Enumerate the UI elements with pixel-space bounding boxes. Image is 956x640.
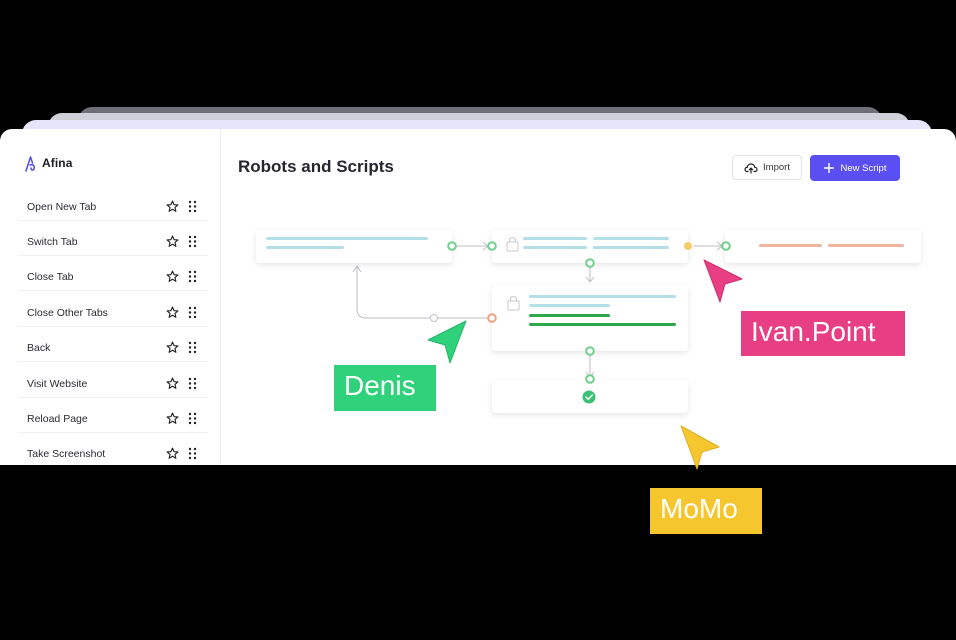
brand[interactable]: Afina — [24, 154, 73, 172]
new-script-button-label: New Script — [840, 162, 887, 174]
drag-handle-icon[interactable] — [188, 200, 197, 213]
star-icon[interactable] — [166, 377, 179, 390]
node-line — [593, 237, 669, 240]
star-icon[interactable] — [166, 447, 179, 460]
port-dot — [585, 374, 595, 384]
node-line — [529, 304, 610, 307]
star-icon[interactable] — [166, 235, 179, 248]
sidebar-item-label: Switch Tab — [27, 235, 78, 248]
drag-handle-icon[interactable] — [188, 270, 197, 283]
flow-node[interactable] — [256, 230, 452, 263]
cloud-upload-icon — [744, 162, 758, 174]
star-icon[interactable] — [166, 341, 179, 354]
node-line — [523, 237, 587, 240]
port-dot — [487, 241, 497, 251]
star-icon[interactable] — [166, 270, 179, 283]
lock-icon — [507, 296, 520, 311]
sidebar-item-visit-website[interactable]: Visit Website — [18, 370, 208, 398]
port-dot — [447, 241, 457, 251]
star-icon[interactable] — [166, 412, 179, 425]
port-dot — [585, 258, 595, 268]
sidebar-item-label: Open New Tab — [27, 200, 97, 213]
port-dot — [684, 242, 692, 250]
sidebar-item-close-other-tabs[interactable]: Close Other Tabs — [18, 299, 208, 327]
script-flow-canvas[interactable] — [0, 129, 956, 465]
brand-name: Afina — [42, 156, 73, 170]
collaborator-tag-denis: Denis — [334, 365, 436, 411]
page-title: Robots and Scripts — [238, 157, 394, 176]
sidebar-item-label: Reload Page — [27, 412, 88, 425]
node-line — [529, 323, 676, 326]
flow-connectors — [352, 241, 723, 378]
flow-node[interactable] — [492, 230, 688, 263]
sidebar-item-switch-tab[interactable]: Switch Tab — [18, 228, 208, 256]
collaborator-tag-momo: MoMo — [650, 488, 762, 534]
star-icon[interactable] — [166, 306, 179, 319]
sidebar-item-label: Take Screenshot — [27, 447, 106, 460]
check-icon — [582, 390, 596, 404]
flow-node[interactable] — [492, 380, 688, 413]
flow-ports[interactable] — [430, 241, 731, 384]
lock-icon — [506, 237, 519, 252]
drag-handle-icon[interactable] — [188, 377, 197, 390]
node-line — [529, 314, 610, 317]
node-line — [266, 246, 344, 249]
new-script-button[interactable]: New Script — [810, 155, 900, 181]
app-window: Afina Open New Tab Switch Tab Close Tab … — [0, 129, 956, 465]
node-line — [828, 244, 904, 247]
sidebar-item-take-screenshot[interactable]: Take Screenshot — [18, 440, 208, 465]
connector-arrow — [585, 276, 595, 283]
flow-node[interactable] — [725, 230, 921, 263]
sidebar-item-label: Close Other Tabs — [27, 306, 108, 319]
cursor-arrow-icon — [703, 259, 743, 303]
collaborator-tag-ivan-point: Ivan.Point — [741, 311, 905, 356]
sidebar-item-back[interactable]: Back — [18, 334, 208, 362]
sidebar-item-label: Visit Website — [27, 377, 88, 390]
port-dot — [721, 241, 731, 251]
sidebar-item-close-tab[interactable]: Close Tab — [18, 263, 208, 291]
sidebar-item-open-new-tab[interactable]: Open New Tab — [18, 193, 208, 221]
node-line — [759, 244, 822, 247]
port-dot — [487, 313, 497, 323]
import-button-label: Import — [763, 162, 790, 173]
drag-handle-icon[interactable] — [188, 341, 197, 354]
drag-handle-icon[interactable] — [188, 447, 197, 460]
flow-node[interactable] — [492, 285, 688, 351]
sidebar: Afina Open New Tab Switch Tab Close Tab … — [0, 129, 221, 465]
drag-handle-icon[interactable] — [188, 412, 197, 425]
node-line — [529, 295, 676, 298]
drag-handle-icon[interactable] — [188, 306, 197, 319]
drag-handle-icon[interactable] — [188, 235, 197, 248]
cursor-arrow-icon — [680, 425, 720, 470]
sidebar-item-label: Close Tab — [27, 270, 74, 283]
afina-logo-icon — [25, 155, 36, 172]
cursor-arrow-icon — [427, 320, 467, 364]
node-line — [266, 237, 428, 240]
sidebar-item-reload-page[interactable]: Reload Page — [18, 405, 208, 433]
port-dot — [585, 346, 595, 356]
connector-line — [356, 267, 488, 319]
node-line — [523, 246, 587, 249]
star-icon[interactable] — [166, 200, 179, 213]
import-button[interactable]: Import — [732, 155, 802, 180]
clock-icon — [430, 314, 438, 322]
plus-icon — [823, 163, 834, 173]
node-line — [593, 246, 669, 249]
sidebar-item-label: Back — [27, 341, 51, 354]
connector-arrow — [352, 265, 362, 273]
